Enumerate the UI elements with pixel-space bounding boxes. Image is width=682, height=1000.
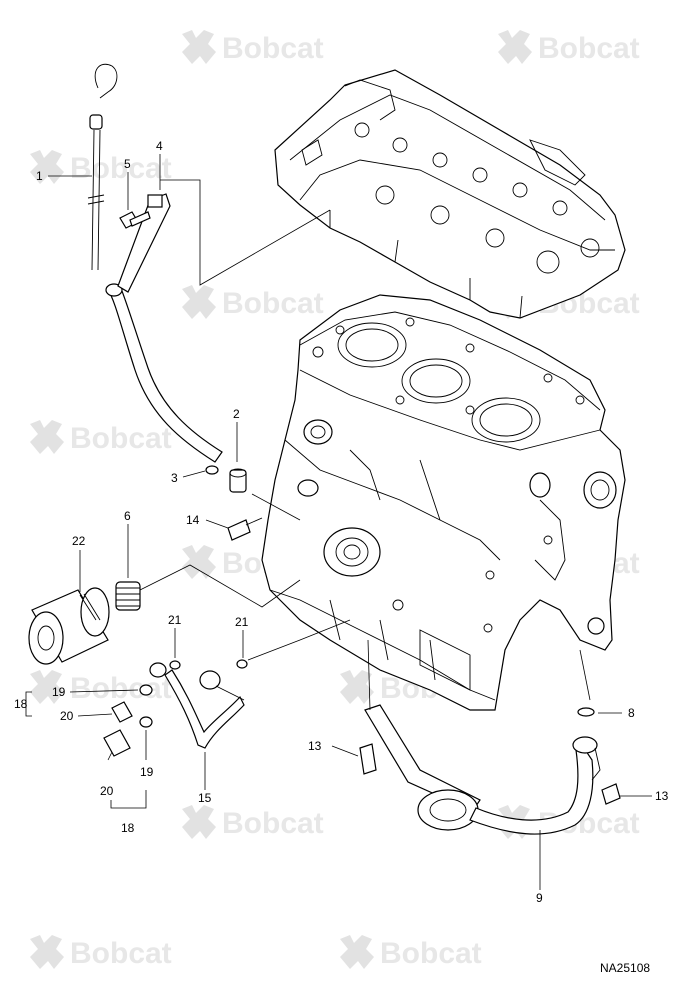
watermark-brand-text: Bobcat: [70, 152, 172, 185]
bobcat-logo-icon: [340, 935, 374, 969]
bobcat-logo-icon: [182, 285, 216, 319]
drawing-code: NA25108: [600, 961, 650, 975]
callout-22: 22: [72, 534, 86, 548]
bobcat-logo-icon: [30, 420, 64, 454]
callout-21-left: 21: [168, 613, 182, 627]
callout-13-left: 13: [308, 739, 322, 753]
callout-14: 14: [186, 513, 200, 527]
callout-labels: 1 2 3 4 5 6 8 9 13 13 14 15 18 18 19 19 …: [14, 139, 669, 905]
oil-strainer-illustration: [359, 704, 621, 835]
bobcat-logo-icon: [498, 30, 532, 64]
callout-6: 6: [124, 509, 131, 523]
callout-9: 9: [536, 891, 543, 905]
assembly-lines: [139, 179, 591, 711]
bobcat-logo-icon: [340, 670, 374, 704]
callout-1: 1: [36, 169, 43, 183]
callout-5: 5: [124, 157, 131, 171]
callout-2: 2: [233, 407, 240, 421]
watermark-brand-text: Bobcat: [222, 32, 324, 65]
bobcat-logo-icon: [30, 670, 64, 704]
oil-filter-illustration: [28, 587, 110, 665]
callout-20-upper: 20: [60, 709, 74, 723]
callout-leaders: [25, 154, 652, 890]
watermark-brand-text: Bobcat: [70, 672, 172, 705]
callout-19-upper: 19: [52, 685, 66, 699]
callout-19-lower: 19: [140, 765, 154, 779]
callout-3: 3: [171, 471, 178, 485]
watermark-brand-text: Bobcat: [222, 807, 324, 840]
fittings-illustration: [115, 465, 263, 611]
bobcat-watermark: Bobcat: [182, 30, 324, 65]
watermark-brand-text: Bobcat: [222, 287, 324, 320]
watermark-brand-text: Bobcat: [70, 937, 172, 970]
bobcat-logo-icon: [182, 30, 216, 64]
callout-18-upper: 18: [14, 697, 28, 711]
bobcat-watermark: Bobcat: [30, 420, 172, 455]
callout-8: 8: [628, 706, 635, 720]
bolt-5-illustration: [119, 211, 151, 229]
callout-13-right: 13: [655, 789, 669, 803]
callout-15: 15: [198, 791, 212, 805]
watermark-brand-text: Bobcat: [380, 937, 482, 970]
bobcat-watermark: Bobcat: [30, 670, 172, 705]
bobcat-watermark: Bobcat: [340, 935, 482, 970]
bobcat-watermark: Bobcat: [30, 935, 172, 970]
callout-18-lower: 18: [121, 821, 135, 835]
watermark-brand-text: Bobcat: [70, 422, 172, 455]
bobcat-watermark: Bobcat: [182, 805, 324, 840]
watermark-brand-text: Bobcat: [538, 32, 640, 65]
bobcat-logo-icon: [182, 545, 216, 579]
cylinder-block-illustration: [261, 294, 626, 711]
cylinder-head-illustration: [274, 69, 626, 319]
callout-4: 4: [156, 139, 163, 153]
bobcat-watermark: Bobcat: [498, 30, 640, 65]
dipstick-illustration: [87, 63, 223, 463]
callout-21-right: 21: [235, 615, 249, 629]
bobcat-watermark: Bobcat: [182, 285, 324, 320]
bobcat-logo-icon: [182, 805, 216, 839]
bobcat-logo-icon: [30, 935, 64, 969]
oil-pipe-illustration: [103, 659, 248, 757]
bobcat-logo-icon: [30, 150, 64, 184]
callout-20-lower: 20: [100, 784, 114, 798]
bobcat-watermark: Bobcat: [30, 150, 172, 185]
